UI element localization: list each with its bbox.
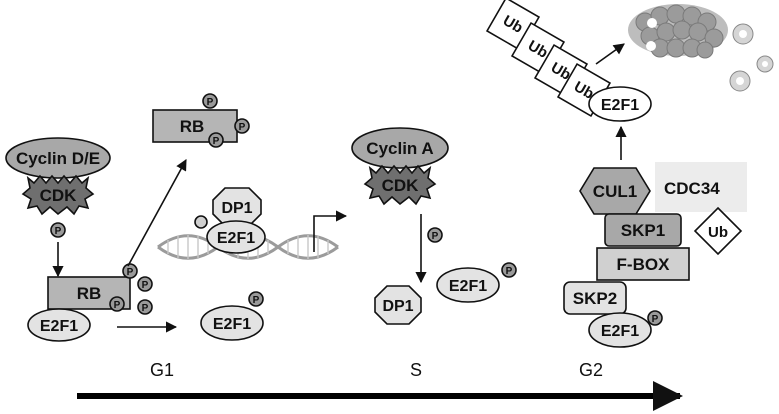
svg-text:P: P	[142, 303, 149, 314]
phospho-badge: P	[208, 132, 224, 148]
arrow-to-proteasome	[595, 43, 625, 65]
cyclin-a-label: Cyclin A	[366, 139, 433, 158]
phospho-badge: P	[109, 296, 125, 312]
ub-label: Ub	[708, 224, 728, 241]
fbox-label: F-BOX	[617, 255, 671, 274]
ub-diamond-shape	[693, 206, 743, 256]
cdk-starburst	[363, 164, 437, 206]
phospho-badge: P	[202, 93, 218, 109]
cyclin-de-label: Cyclin D/E	[16, 149, 100, 168]
phospho-badge: P	[137, 276, 153, 292]
phase-g1-label: G1	[150, 360, 174, 380]
svg-text:P: P	[253, 295, 260, 306]
svg-text:P: P	[55, 226, 62, 237]
cyclin-de-cdk-complex: Cyclin D/E CDK	[5, 137, 111, 216]
e2f1-label: E2F1	[601, 97, 639, 114]
phase-s-label: S	[410, 360, 422, 380]
phospho-badge: P	[234, 118, 250, 134]
svg-text:P: P	[142, 280, 149, 291]
ubiquitinated-e2f1: E2F1	[588, 86, 652, 122]
phospho-badge: P	[501, 262, 517, 278]
svg-text:P: P	[506, 266, 513, 277]
peptide-fragment-icon	[729, 70, 751, 92]
free-rb: RB P P P	[152, 93, 250, 148]
phase-g2-label: G2	[579, 360, 603, 380]
cdk-starburst	[21, 174, 95, 216]
cul1-label: CUL1	[593, 182, 637, 201]
fbox-box	[596, 247, 690, 281]
ub-diamond: Ub	[693, 206, 743, 256]
phospho-badge: P	[122, 263, 138, 279]
dp1-label: DP1	[382, 298, 413, 315]
cdc34-label: CDC34	[664, 179, 720, 198]
phospho-badge: P	[248, 291, 264, 307]
svg-text:P: P	[127, 267, 134, 278]
e2f1-label: E2F1	[213, 316, 251, 333]
cdk-label: CDK	[40, 186, 78, 205]
cdk-label: CDK	[382, 176, 420, 195]
svg-text:P: P	[239, 122, 246, 133]
svg-text:P: P	[213, 136, 220, 147]
e2f1-oval	[27, 308, 91, 342]
cdc34-panel	[655, 162, 747, 212]
skp1-label: SKP1	[621, 221, 665, 240]
e2f1-label: E2F1	[217, 230, 255, 247]
e2f1-oval	[206, 220, 266, 254]
e2f1-oval	[588, 312, 652, 348]
phospho-badge: P	[647, 310, 663, 326]
skp1-box	[604, 213, 682, 247]
svg-text:P: P	[114, 300, 121, 311]
phospho-dp1: DP1	[374, 285, 422, 325]
polyubiquitin-chain: Ub Ub Ub Ub	[485, 0, 612, 118]
e2f1-label: E2F1	[449, 278, 487, 295]
e2f1-oval	[200, 305, 264, 341]
svg-text:P: P	[432, 231, 439, 242]
rb-label: RB	[180, 117, 205, 136]
svg-text:P: P	[652, 314, 659, 325]
cyclin-de-oval	[5, 137, 111, 179]
phospho-badge: P	[427, 227, 443, 243]
arrow-rb-released	[127, 159, 187, 267]
e2f1-oval	[588, 86, 652, 122]
free-e2f1: E2F1 P	[200, 291, 264, 341]
cyclin-a-oval	[351, 127, 449, 169]
dp1-octagon	[374, 285, 422, 325]
peptide-fragment-icon	[732, 23, 754, 45]
acetyl-badge	[194, 215, 208, 229]
e2f1-label: E2F1	[601, 323, 639, 340]
cyclin-a-cdk-complex: Cyclin A CDK	[351, 127, 449, 206]
dp1-label: DP1	[221, 200, 252, 217]
dp1-e2f1-complex: DP1 E2F1	[194, 187, 266, 254]
e2f1-oval	[436, 267, 500, 303]
phospho-badge: P	[137, 299, 153, 315]
phospho-badge: P	[50, 222, 66, 238]
free-e2f1-s-phase: E2F1 P	[436, 262, 517, 303]
skp2-box	[563, 281, 627, 315]
rb-e2f1-complex: RB P P P P E2F1	[27, 263, 153, 342]
e2f1-label: E2F1	[40, 318, 78, 335]
rb-label: RB	[77, 284, 102, 303]
scf-complex: CDC34 CUL1 SKP1 F-BOX SKP2 E2F1 P	[563, 162, 747, 348]
skp2-label: SKP2	[573, 289, 617, 308]
peptide-fragment-icon	[756, 55, 774, 73]
proteasome-icon	[628, 4, 728, 59]
svg-text:P: P	[207, 97, 214, 108]
transcription-start-arrow	[313, 210, 348, 252]
